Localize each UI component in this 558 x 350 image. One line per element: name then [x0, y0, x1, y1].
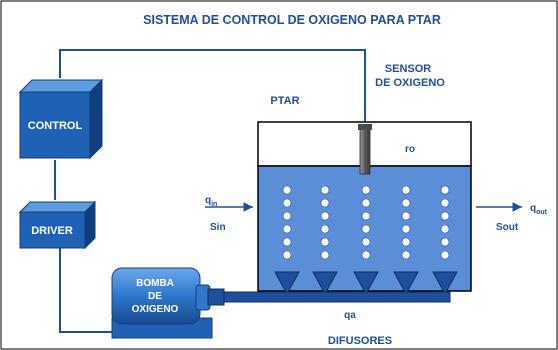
air-bubble	[440, 250, 450, 260]
air-bubble	[282, 211, 292, 221]
diagram-title: SISTEMA DE CONTROL DE OXIGENO PARA PTAR	[143, 13, 441, 27]
air-bubble	[401, 185, 411, 195]
control-block: CONTROL	[18, 78, 104, 160]
air-bubble	[282, 250, 292, 260]
difusores-label: DIFUSORES	[328, 335, 392, 347]
s-in-label: Sin	[210, 222, 226, 233]
diffuser	[274, 271, 300, 296]
air-bubbles	[282, 185, 450, 260]
air-bubble	[361, 185, 371, 195]
air-bubble	[361, 250, 371, 260]
q-in-label: qin	[205, 195, 217, 208]
diffusers	[274, 271, 458, 296]
air-bubble	[282, 237, 292, 247]
diffuser	[353, 271, 379, 296]
sensor-feedback-wire	[59, 49, 366, 124]
oxygen-sensor-probe	[358, 124, 372, 175]
driver-label: DRIVER	[31, 225, 73, 237]
driver-block: DRIVER	[18, 200, 97, 250]
air-bubble	[282, 224, 292, 234]
sensor-label-line1: SENSOR	[385, 63, 432, 75]
air-bubble	[361, 211, 371, 221]
pump-label-line2: DE	[148, 291, 162, 302]
air-bubble	[401, 250, 411, 260]
diffuser	[432, 271, 458, 296]
air-bubble	[440, 224, 450, 234]
air-bubble	[440, 211, 450, 221]
air-bubble	[361, 224, 371, 234]
diffuser	[393, 271, 419, 296]
ptar-label: PTAR	[270, 95, 299, 107]
ro-label: ro	[405, 144, 415, 155]
pump-label-line3: OXIGENO	[132, 304, 179, 315]
sensor-label-line2: DE OXIGENO	[375, 77, 445, 89]
air-bubble	[401, 198, 411, 208]
control-label: CONTROL	[28, 120, 83, 132]
air-bubble	[361, 237, 371, 247]
air-bubble	[282, 185, 292, 195]
driver-pump-wire	[59, 248, 112, 333]
air-bubble	[282, 198, 292, 208]
qa-label: qa	[344, 310, 356, 321]
s-out-label: Sout	[496, 222, 519, 233]
air-bubble	[320, 237, 330, 247]
air-header-pipe	[221, 291, 451, 303]
air-bubble	[320, 211, 330, 221]
air-bubble	[401, 224, 411, 234]
air-bubble	[320, 185, 330, 195]
pump-outlet	[207, 288, 225, 306]
air-bubble	[401, 211, 411, 221]
air-bubble	[440, 185, 450, 195]
oxygen-pump: BOMBA DE OXIGENO	[111, 267, 225, 339]
air-bubble	[440, 198, 450, 208]
air-bubble	[440, 237, 450, 247]
air-bubble	[361, 198, 371, 208]
q-out-label: qout	[530, 203, 548, 216]
diffuser	[312, 271, 338, 296]
air-bubble	[401, 237, 411, 247]
air-bubble	[320, 198, 330, 208]
pump-label-line1: BOMBA	[136, 278, 174, 289]
air-bubble	[320, 224, 330, 234]
air-bubble	[320, 250, 330, 260]
